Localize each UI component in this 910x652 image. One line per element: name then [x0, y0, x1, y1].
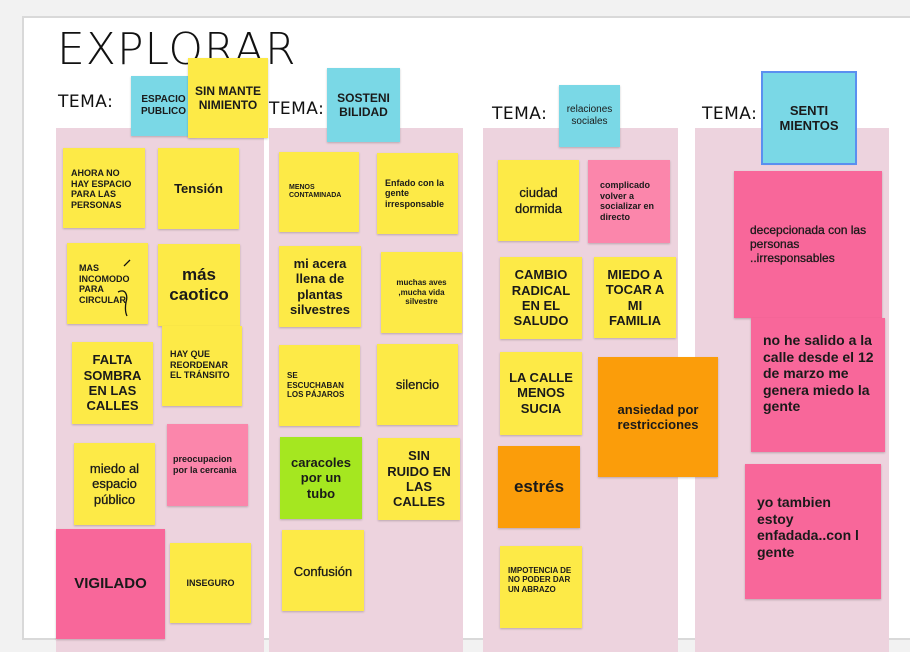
- tema-note-espacio-publico[interactable]: ESPACIO PUBLICO: [131, 76, 196, 136]
- sticky-note[interactable]: VIGILADO: [56, 529, 165, 639]
- sticky-note[interactable]: LA CALLE MENOS SUCIA: [500, 352, 582, 435]
- sticky-note[interactable]: HAY QUE REORDENAR EL TRÁNSITO: [162, 326, 242, 406]
- tema-label: TEMA:: [492, 104, 548, 124]
- tema-note-sin-mantenimiento[interactable]: SIN MANTE NIMIENTO: [188, 58, 268, 138]
- sticky-note[interactable]: complicado volver a socializar en direct…: [588, 160, 670, 243]
- sticky-note[interactable]: ciudad dormida: [498, 160, 579, 241]
- board-left-border: [22, 16, 24, 640]
- tema-note-relaciones-sociales[interactable]: relaciones sociales: [559, 85, 620, 147]
- sticky-note[interactable]: caracoles por un tubo: [280, 437, 362, 519]
- tema-note-sostenibilidad[interactable]: SOSTENI BILIDAD: [327, 68, 400, 142]
- sticky-note[interactable]: AHORA NO HAY ESPACIO PARA LAS PERSONAS: [63, 148, 145, 228]
- sticky-note[interactable]: SE ESCUCHABAN LOS PÁJAROS: [279, 345, 360, 426]
- board-top-border: [22, 16, 910, 18]
- sticky-note[interactable]: Confusión: [282, 530, 364, 611]
- sticky-note[interactable]: IMPOTENCIA DE NO PODER DAR UN ABRAZO: [500, 546, 582, 628]
- sticky-note[interactable]: preocupacion por la cercania: [167, 424, 248, 506]
- tema-label: TEMA:: [702, 104, 758, 124]
- sticky-note[interactable]: no he salido a la calle desde el 12 de m…: [751, 318, 885, 452]
- tema-label: TEMA:: [58, 92, 114, 112]
- sticky-note[interactable]: FALTA SOMBRA EN LAS CALLES: [72, 342, 153, 424]
- sticky-note[interactable]: SIN RUIDO EN LAS CALLES: [378, 438, 460, 520]
- sticky-note[interactable]: MENOS CONTAMINADA: [279, 152, 359, 232]
- sticky-note[interactable]: muchas aves ,mucha vida silvestre: [381, 252, 462, 333]
- board-bottom-border: [22, 638, 910, 640]
- sticky-note[interactable]: yo tambien estoy enfadada..con l gente: [745, 464, 881, 599]
- sticky-note[interactable]: ansiedad por restricciones: [598, 357, 718, 477]
- sticky-note[interactable]: INSEGURO: [170, 543, 251, 623]
- sticky-note[interactable]: estrés: [498, 446, 580, 528]
- sticky-note[interactable]: CAMBIO RADICAL EN EL SALUDO: [500, 257, 582, 339]
- sticky-note[interactable]: decepcionada con las personas ..irrespon…: [734, 171, 882, 318]
- sticky-note[interactable]: MIEDO A TOCAR A MI FAMILIA: [594, 257, 676, 338]
- sticky-note[interactable]: miedo al espacio público: [74, 443, 155, 525]
- sticky-note[interactable]: mi acera llena de plantas silvestres: [279, 246, 361, 327]
- tema-note-sentimientos[interactable]: SENTI MIENTOS: [761, 71, 857, 165]
- sticky-note[interactable]: MAS INCOMODO PARA CIRCULAR: [67, 243, 148, 324]
- sticky-note[interactable]: más caotico: [158, 244, 240, 326]
- sticky-note[interactable]: Tensión: [158, 148, 239, 229]
- tema-label: TEMA:: [269, 99, 325, 119]
- sticky-note[interactable]: Enfado con la gente irresponsable: [377, 153, 458, 234]
- sticky-note[interactable]: silencio: [377, 344, 458, 425]
